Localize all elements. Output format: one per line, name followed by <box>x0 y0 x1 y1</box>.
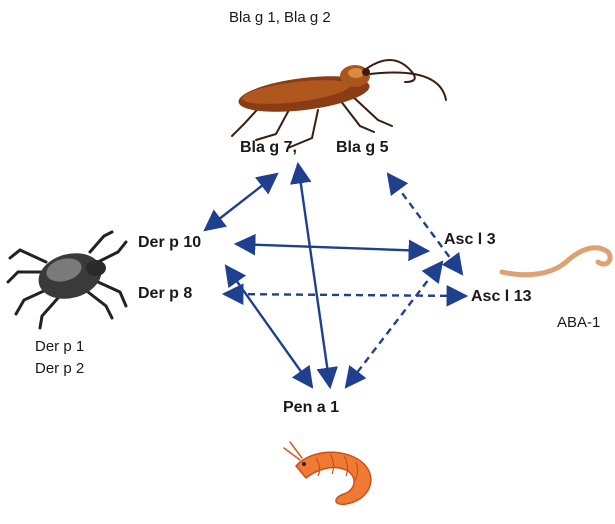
arrow-bla-g-7-der-p-10 <box>203 172 279 232</box>
cockroach-caption: Bla g 1, Bla g 2 <box>229 9 331 26</box>
worm-caption: ABA-1 <box>557 314 601 331</box>
node-asc-l-13: Asc l 13 <box>471 288 532 305</box>
node-asc-l-3: Asc l 3 <box>444 231 496 248</box>
arrow-asc-l-3-pen-a-1 <box>344 260 444 389</box>
node-der-p-8: Der p 8 <box>138 285 193 302</box>
mite-caption-line1: Der p 1 <box>35 338 85 355</box>
arrow-bla-g-7-pen-a-1 <box>290 161 338 390</box>
node-bla-g-5: Bla g 5 <box>336 139 389 156</box>
node-bla-g-7: Bla g 7, <box>240 139 297 156</box>
node-der-p-10: Der p 10 <box>138 234 202 251</box>
arrow-der-p-10-asc-l-3 <box>233 233 431 262</box>
arrow-bla-g-5-asc-l-13 <box>386 172 464 276</box>
node-pen-a-1: Pen a 1 <box>283 399 340 416</box>
mite-caption-line2: Der p 2 <box>35 360 85 377</box>
